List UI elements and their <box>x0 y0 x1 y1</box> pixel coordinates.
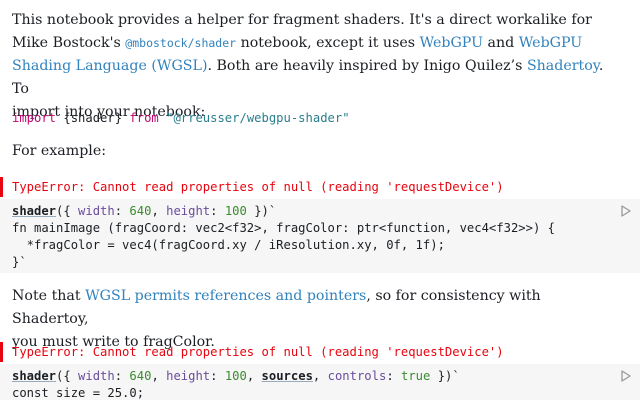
code-line: *fragColor = vec4(fragCoord.xy / iResolu… <box>12 238 445 252</box>
intro-paragraph: This notebook provides a helper for frag… <box>12 12 604 120</box>
sources-link[interactable]: sources <box>261 369 313 383</box>
note-paragraph: Note that WGSL permits references and po… <box>12 288 541 350</box>
code-line: shader({ width: 640, height: 100, source… <box>12 369 460 383</box>
mbostock-shader-link[interactable]: @mbostock/shader <box>125 36 237 50</box>
code-cell[interactable]: shader({ width: 640, height: 100 })` fn … <box>0 199 640 273</box>
shader-fn-link[interactable]: shader <box>12 204 57 218</box>
error-message: TypeError: Cannot read properties of nul… <box>12 180 504 194</box>
code-line: shader({ width: 640, height: 100 })` <box>12 204 277 218</box>
error-message: TypeError: Cannot read properties of nul… <box>12 345 504 359</box>
wgsl-pointers-link[interactable]: WGSL permits references and pointers <box>85 288 367 304</box>
error-indicator <box>0 342 3 362</box>
example-label: For example: <box>12 143 107 159</box>
play-triangle-icon[interactable] <box>620 370 632 382</box>
shadertoy-link[interactable]: Shadertoy <box>526 58 599 74</box>
code-line: const size = 25.0; <box>12 386 145 400</box>
webgpu-link[interactable]: WebGPU <box>419 35 484 51</box>
code-line: fn mainImage (fragCoord: vec2<f32>, frag… <box>12 221 555 235</box>
code-line: }` <box>12 255 27 269</box>
play-triangle-icon[interactable] <box>620 205 632 217</box>
shader-fn-link[interactable]: shader <box>12 369 57 383</box>
wgsl-link-part1[interactable]: WebGPU <box>518 35 583 51</box>
error-indicator <box>0 177 3 197</box>
code-cell[interactable]: shader({ width: 640, height: 100, source… <box>0 364 640 400</box>
wgsl-link-part2[interactable]: Shading Language (WGSL) <box>12 58 208 74</box>
import-code[interactable]: import {shader} from "@rreusser/webgpu-s… <box>12 111 350 125</box>
